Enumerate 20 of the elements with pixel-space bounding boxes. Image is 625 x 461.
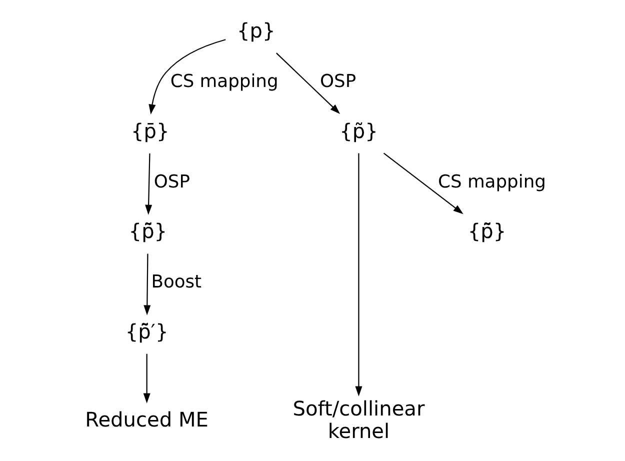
node-text: {p̄} <box>130 118 169 143</box>
node-text: {p̃} <box>339 118 378 143</box>
arrow <box>148 39 226 114</box>
edge-label: OSP <box>153 171 190 192</box>
node-text: {p} <box>236 18 275 42</box>
node-text: {p̃̄} <box>128 219 167 244</box>
edge-label: Boost <box>150 272 202 293</box>
edge-label: CS mapping <box>170 70 278 92</box>
edge-label: OSP <box>320 70 356 92</box>
edge-label: CS mapping <box>438 171 546 192</box>
arrow <box>144 153 152 215</box>
node-text: Soft/collinear kernel <box>292 396 424 443</box>
node-text: Reduced ME <box>84 408 208 432</box>
arrow <box>142 354 150 404</box>
node-text: {p̃̄} <box>467 219 506 244</box>
node-text: {p̃̄′} <box>124 320 168 344</box>
arrow <box>354 153 362 396</box>
arrow <box>143 254 150 316</box>
arrow <box>382 152 463 214</box>
arrow <box>276 52 340 114</box>
